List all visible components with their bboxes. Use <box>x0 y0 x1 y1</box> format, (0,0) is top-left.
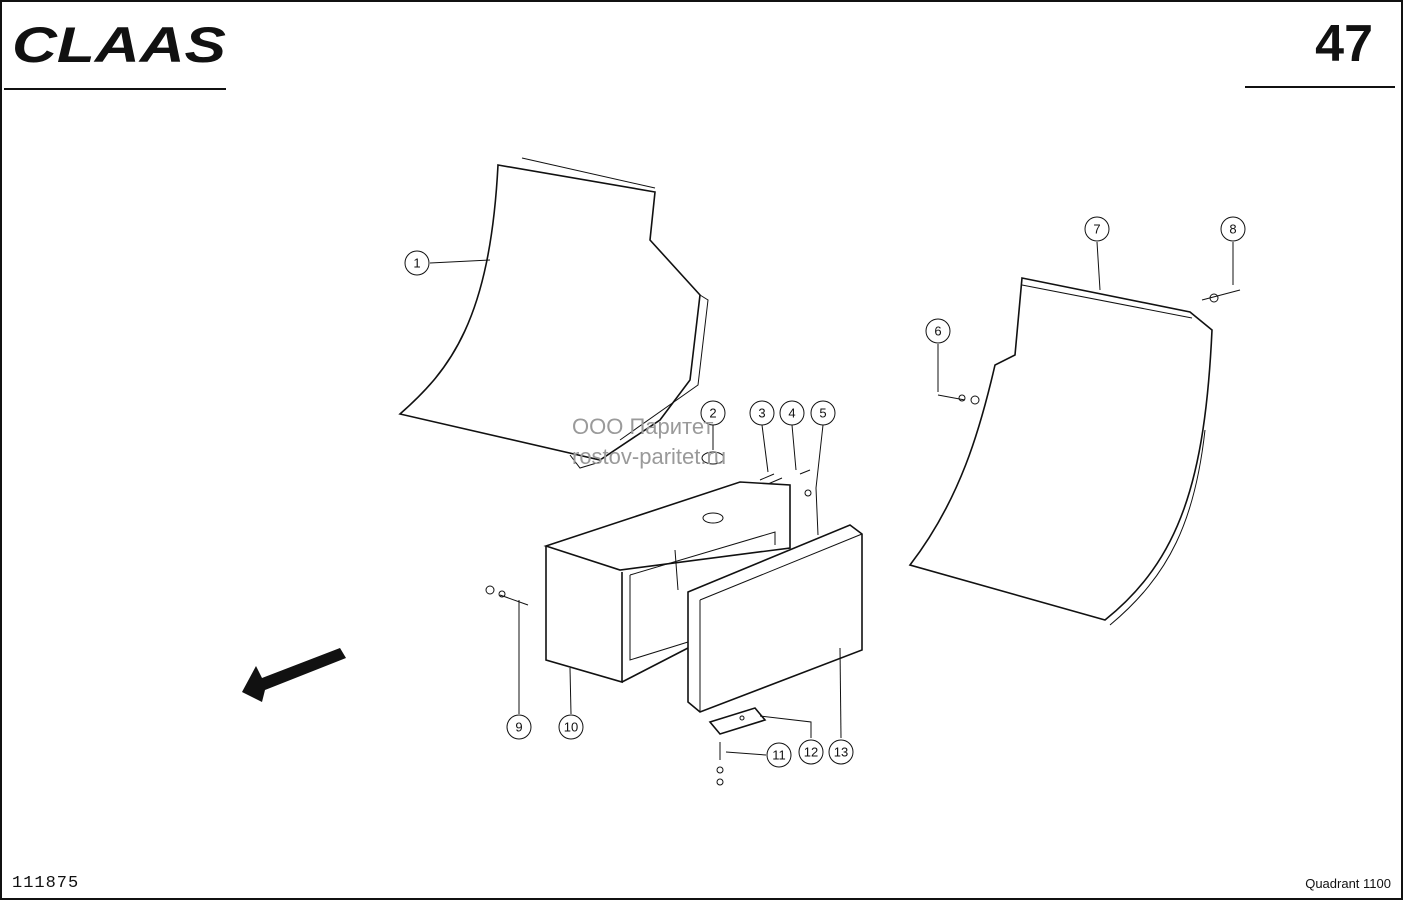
svg-text:4: 4 <box>788 406 795 421</box>
callout-5: 5 <box>810 400 836 426</box>
direction-arrow <box>242 648 346 702</box>
tool-box <box>543 481 791 684</box>
watermark: ООО Паритет rostov-paritet.ru <box>572 412 726 472</box>
leader-lines <box>429 241 1234 756</box>
watermark-company: ООО Паритет <box>572 414 714 439</box>
svg-text:2: 2 <box>709 406 716 421</box>
callout-12: 12 <box>798 739 824 765</box>
callout-13: 13 <box>828 739 854 765</box>
page-number: 47 <box>1315 15 1373 73</box>
callout-2: 2 <box>700 400 726 426</box>
callout-8: 8 <box>1220 216 1246 242</box>
svg-text:11: 11 <box>772 748 786 763</box>
watermark-url: rostov-paritet.ru <box>572 444 727 469</box>
callout-4: 4 <box>779 400 805 426</box>
svg-text:7: 7 <box>1093 222 1100 237</box>
hinge-plate <box>708 707 767 735</box>
svg-text:9: 9 <box>515 720 522 735</box>
guide-sheet-left <box>398 157 709 469</box>
callout-1: 1 <box>404 250 430 276</box>
drawing-number: 111875 <box>12 874 80 893</box>
header-rule-left <box>4 88 226 90</box>
callout-7: 7 <box>1084 216 1110 242</box>
callout-3: 3 <box>749 400 775 426</box>
callout-9: 9 <box>506 714 532 740</box>
guide-sheet-right <box>908 277 1213 626</box>
svg-text:6: 6 <box>934 324 941 339</box>
svg-text:10: 10 <box>564 720 578 735</box>
header-rule-right <box>1245 86 1395 88</box>
box-lid <box>687 524 863 713</box>
callout-10: 10 <box>558 714 584 740</box>
svg-text:3: 3 <box>758 406 765 421</box>
svg-text:CLAAS: CLAAS <box>12 18 226 70</box>
callout-11: 11 <box>766 742 792 768</box>
svg-text:12: 12 <box>804 745 818 760</box>
fasteners <box>485 289 1241 786</box>
svg-text:8: 8 <box>1229 222 1236 237</box>
svg-text:13: 13 <box>834 745 848 760</box>
claas-logo: CLAAS <box>12 18 226 70</box>
callout-6: 6 <box>925 318 951 344</box>
svg-text:1: 1 <box>413 256 420 271</box>
svg-text:5: 5 <box>819 406 826 421</box>
model-name: Quadrant 1100 <box>1305 876 1391 891</box>
